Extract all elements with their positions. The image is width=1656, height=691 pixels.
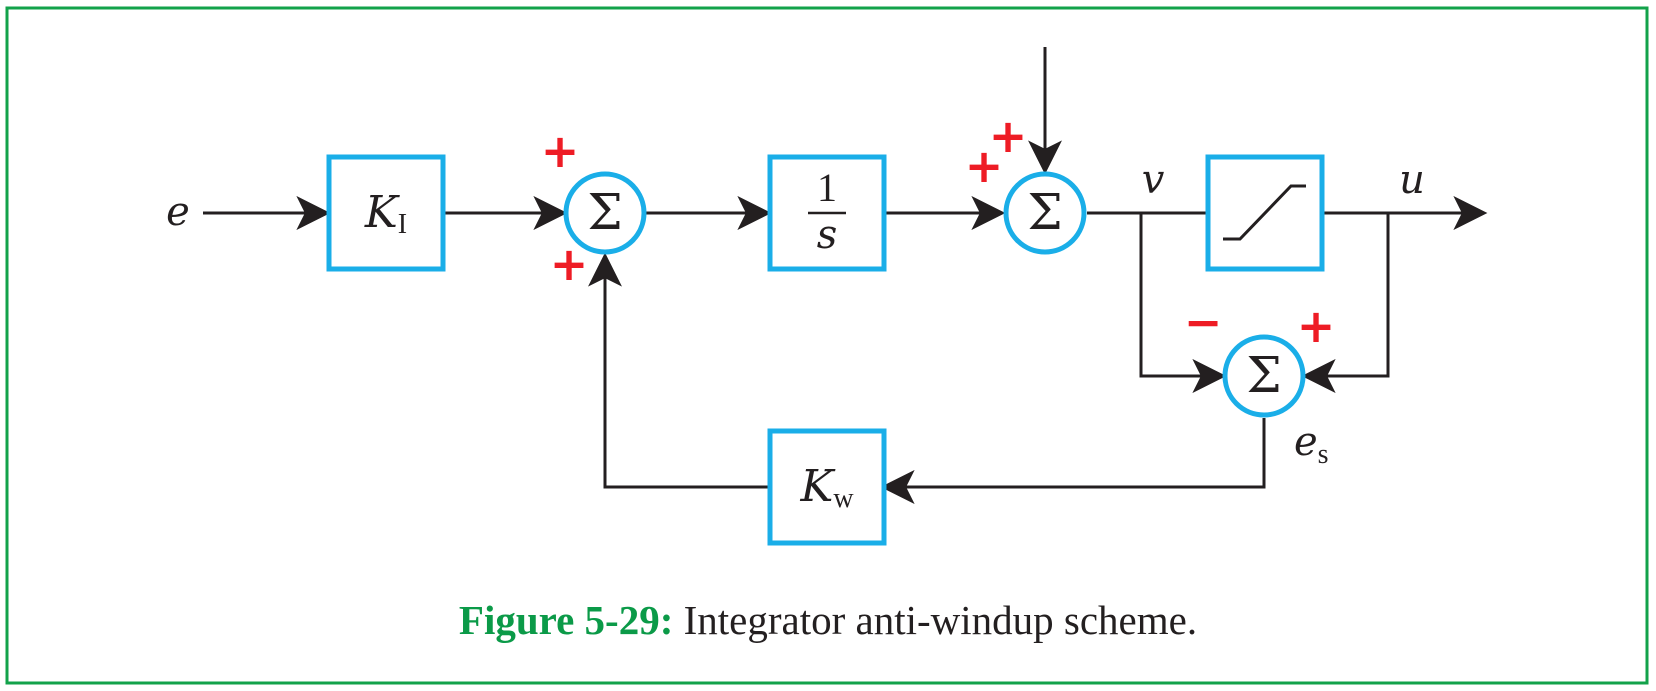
sigma-symbol: Σ <box>1027 183 1062 241</box>
figure-caption: Figure 5-29: Integrator anti-windup sche… <box>0 596 1656 644</box>
figure-frame <box>5 6 1649 685</box>
signal-label-u: u <box>1399 157 1425 203</box>
sum1-signs: + + <box>541 124 589 291</box>
ki-symbol: K <box>364 187 400 238</box>
sum1-sign-left: + <box>541 124 580 178</box>
sum2-signs: + + <box>965 109 1028 193</box>
signal-label-v: v <box>1142 157 1165 203</box>
integrator-block: 1 s <box>767 154 887 272</box>
ki-block: KI <box>326 154 446 272</box>
kw-to-sum1-line <box>588 252 768 489</box>
svg-text:KI: KI <box>364 187 407 240</box>
es-to-kw-line <box>880 418 1266 504</box>
saturation-block <box>1205 154 1325 272</box>
ki-subscript: I <box>398 209 407 240</box>
sum-junction-2: Σ <box>1003 171 1087 255</box>
svg-text:Kw: Kw <box>799 461 854 514</box>
figure-number: Figure 5-29: <box>458 597 674 643</box>
signal-label-es: e <box>1294 419 1318 465</box>
sum1-sign-bottom: + <box>550 237 589 291</box>
caption-text: Integrator anti-windup scheme. <box>683 597 1198 643</box>
sigma-symbol: Σ <box>1246 346 1281 404</box>
sum-junction-3: Σ <box>1222 334 1306 418</box>
sum2-sign-left: + <box>965 139 1004 193</box>
signal-label-es-subscript: s <box>1318 439 1329 470</box>
sum-junction-1: Σ <box>563 171 647 255</box>
v-tap-line <box>1139 213 1227 393</box>
signal-label-e: e <box>166 189 190 235</box>
sum2-sign-top: + <box>989 109 1028 163</box>
kw-symbol: K <box>799 461 835 512</box>
integrator-denominator: s <box>817 212 838 258</box>
saturation-icon <box>1223 184 1306 241</box>
sum3-sign-right: + <box>1297 299 1336 353</box>
u-tap-line <box>1301 213 1390 393</box>
sigma-symbol: Σ <box>587 183 622 241</box>
kw-subscript: w <box>833 483 854 514</box>
integrator-numerator: 1 <box>817 165 837 210</box>
sum3-sign-left: − <box>1184 295 1223 349</box>
svg-text:es: es <box>1294 419 1329 470</box>
sum3-signs: − + <box>1184 295 1336 353</box>
kw-block: Kw <box>767 428 887 546</box>
